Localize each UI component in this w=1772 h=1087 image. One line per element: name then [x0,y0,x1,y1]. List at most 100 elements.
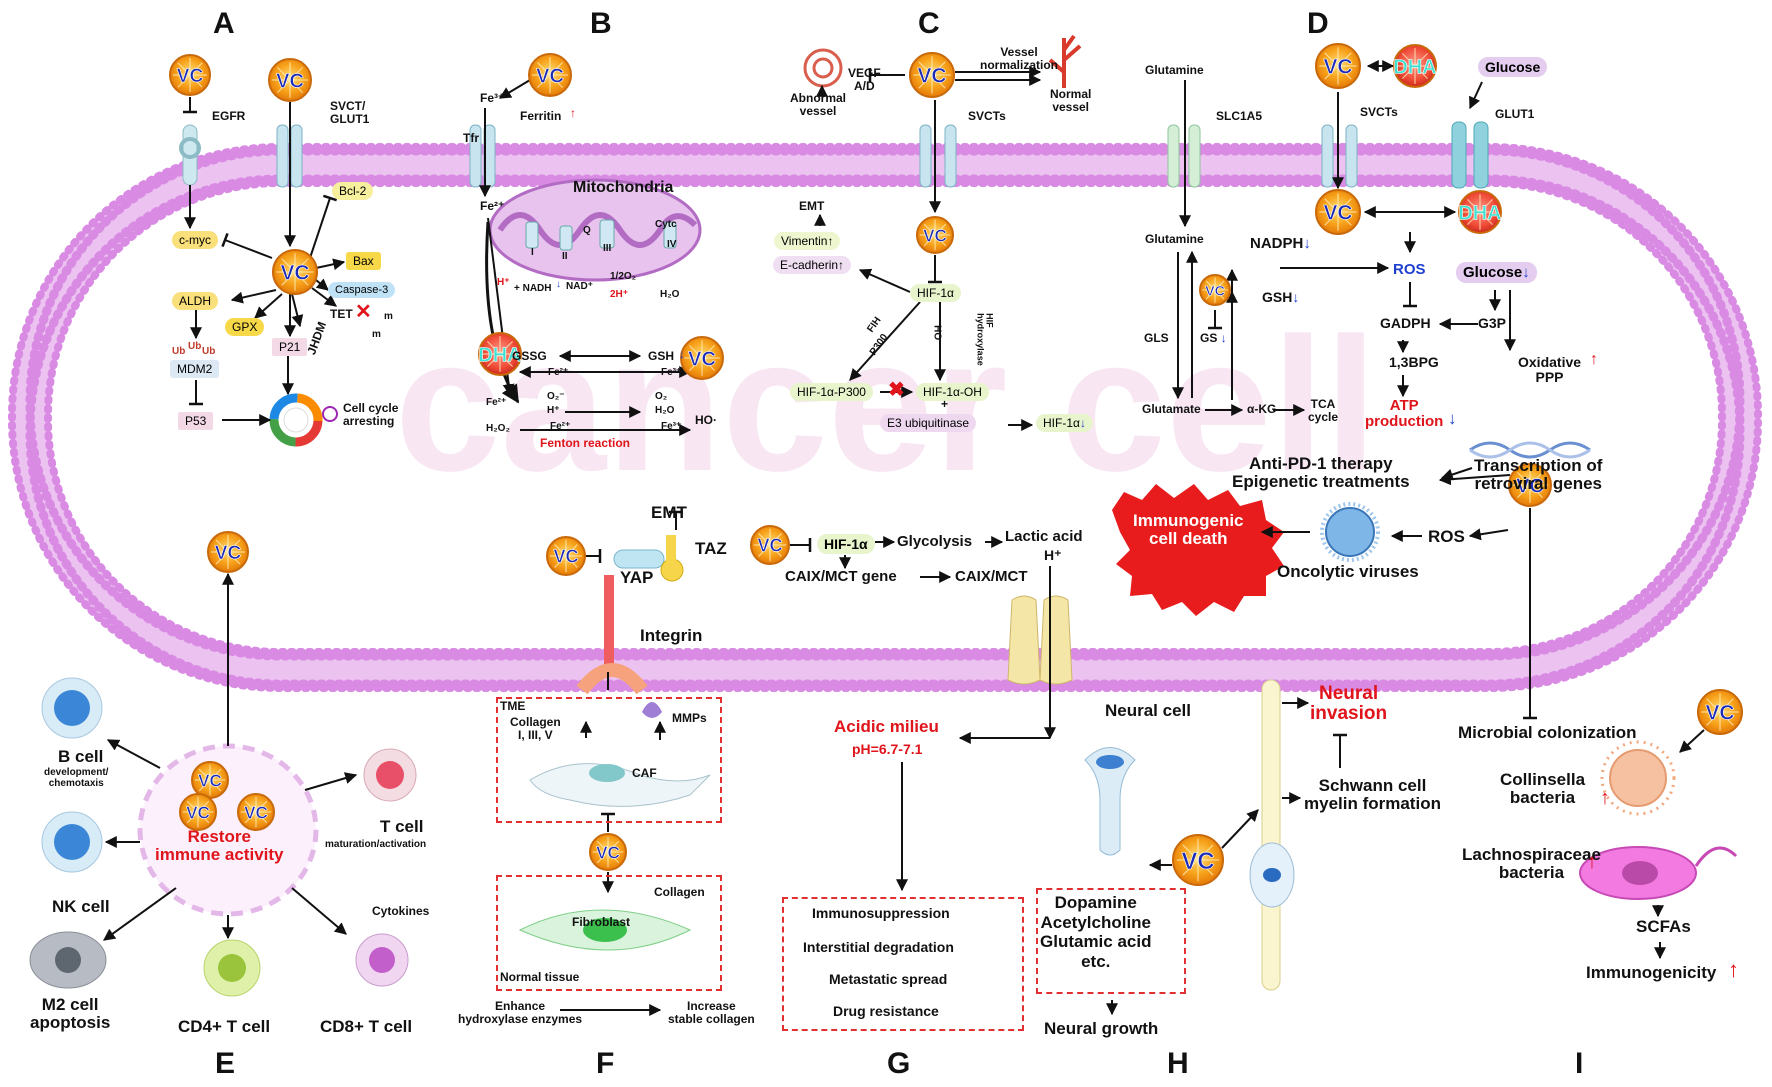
plus-sign: + [941,397,949,411]
caf-label: CAF [632,766,657,780]
p53-node: P53 [178,412,214,430]
arrow [291,887,347,935]
vc-badge: VC [909,52,955,98]
yap-label: YAP [620,568,654,587]
m2-cell-icon [29,931,107,989]
oncolytic-virus [1320,502,1380,562]
cmyc-node: c-myc [172,231,218,249]
t-cell-sub: maturation/activation [325,839,427,850]
normal-vessel-icon [1048,34,1082,88]
tca-label: TCA cycle [1308,397,1339,424]
ho-minus-label: HO⁻ [931,325,943,346]
akg-label: α-KG [1247,402,1277,416]
nk-cell-label: NK cell [52,897,110,916]
neural-cell-label: Neural cell [1105,701,1191,720]
caix-mct-label: CAIX/MCT [955,568,1028,585]
fe2-flux-arrow [485,221,520,404]
t-cell-label: T cell [380,817,424,836]
egfr-receptor [179,124,201,186]
inhibition-bar [322,194,338,202]
retroviral-label: Transcription of retroviral genes [1474,456,1603,493]
vc-badge-text: VC [244,803,268,822]
vc-badge: VC [750,525,790,565]
cd8-cell-label: CD8+ T cell [320,1017,413,1036]
arrow [1221,809,1259,849]
hif1a-mid-node: HIF-1α [817,534,875,554]
collinsella-up: ↑ [1600,787,1610,809]
vc-badge: VC [589,833,627,871]
ub-1: Ub [172,346,186,357]
ros-mid-label: ROS [1428,527,1465,546]
dna-helix [1469,441,1591,459]
inhibition-line [224,239,273,259]
neurotransmitter-box [1036,888,1186,994]
hif-p300-blocked: ✖ [888,379,905,401]
vc-badge: VC [272,249,318,295]
arrow [103,887,177,941]
cd4-cell-icon [203,939,261,997]
vc-badge-text: VC [198,771,222,790]
vimentin-node: Vimentin↑ [774,232,841,250]
fenton-label: Fenton reaction [540,436,631,450]
aldh-node: ALDH [172,292,219,310]
cd4-cell-label: CD4+ T cell [178,1017,271,1036]
ros-d-label: ROS [1393,261,1426,278]
emt-mid-label: EMT [651,503,687,522]
slc1a5-transporter [1167,124,1201,188]
tme-label: TME [500,699,526,713]
svct-glut1-label: SVCT/ GLUT1 [330,99,370,126]
vc-badge-text: VC [923,226,947,245]
collinsella-label: Collinsella bacteria [1500,770,1586,807]
gsh-d-text: GSH [1262,289,1293,305]
dha-badge-text: DHA [1458,202,1501,224]
gsh-b-label: GSH [648,349,675,363]
glutamate-label: Glutamate [1142,402,1201,416]
taz-label: TAZ [695,539,727,558]
arrow [1468,528,1509,541]
vc-badge: VC [191,761,229,799]
vc-badge-text: VC [757,536,782,556]
vc-badge: VC [1508,463,1552,507]
glucose-inner-node: Glucose↓ [1456,262,1537,283]
caspase3-node: Caspase-3 [328,282,396,298]
arrow [315,278,329,291]
acidic-milieu-label: Acidic milieu [834,717,939,736]
vc-badge-text: VC [186,803,210,822]
glutamine-label: Glutamine [1145,232,1204,246]
vc-badge: VC [528,53,572,97]
caix-mct-channel [1007,595,1073,685]
vc-badge-text: VC [1182,848,1215,875]
ph-label: pH=6.7-7.1 [852,741,923,757]
tet-block-mark: ✕ [355,301,372,323]
normal-tissue-box [496,875,722,991]
gssg-label: GSSG [512,349,547,363]
vc-badge: VC [916,216,954,254]
cell-cycle-ring [269,393,338,447]
h-plus-mid: H⁺ [1044,547,1062,563]
arrow [311,287,337,307]
fe2-bottom: Fe²⁺ [550,421,571,432]
b-cell-sub: development/ chemotaxis [44,767,109,789]
outcome-2: Interstitial degradation [803,939,954,955]
glucose-inner-text: Glucose [1463,264,1523,281]
oncolytic-label: Oncolytic viruses [1277,562,1419,581]
glycolysis-label: Glycolysis [897,533,973,550]
cancer-cell-watermark: cancer cell [395,299,1377,511]
fe2-label: Fe²⁺ [480,199,505,213]
neurotransmitters-label: Dopamine Acetylcholine Glutamic acid etc… [1040,893,1152,971]
dha-badge-text: DHA [478,344,521,366]
nad-label: NAD⁺ [566,281,593,292]
h2o2-label: H₂O₂ [486,423,510,434]
svct-transporter-a [276,124,303,188]
h-plus-fenton: H⁺ [547,405,560,416]
gsh-d-label: GSH↓ [1262,289,1300,305]
microbial-label: Microbial colonization [1458,723,1637,742]
complex-iv: IV [667,239,677,250]
panel-label-b: B [590,7,612,40]
vessel-normalization-label: Vessel normalization [980,45,1059,72]
vc-badge: VC [1697,689,1743,735]
integrin-receptor [576,535,684,695]
svct-transporter-d [1321,124,1358,188]
